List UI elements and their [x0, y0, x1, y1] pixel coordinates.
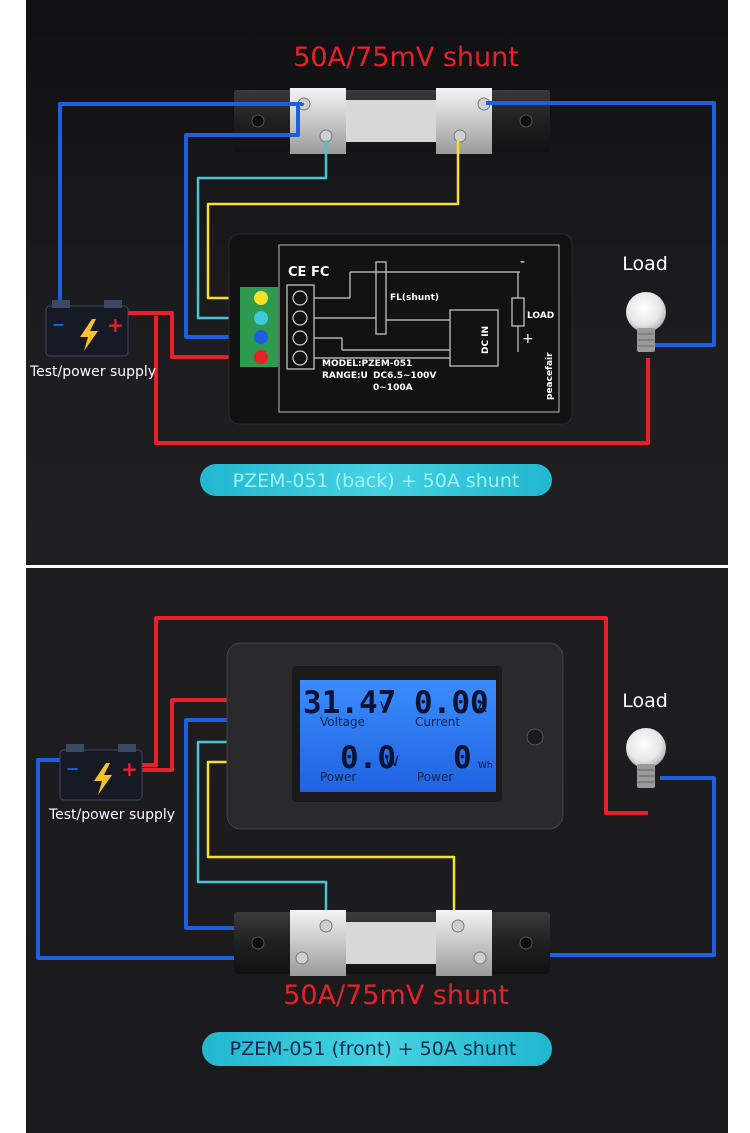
- power-value: 0.0: [340, 740, 396, 776]
- svg-text:−: −: [52, 315, 65, 334]
- shunt-icon: [234, 910, 550, 976]
- lightning-icon: [94, 763, 112, 795]
- voltage-unit: V: [380, 700, 390, 716]
- current-unit: A: [477, 700, 487, 716]
- energy-value: 0: [453, 740, 472, 776]
- range-voltage: DC6.5~100V: [373, 371, 436, 381]
- meter-back-icon: CE FC FL(shunt) LOAD DC IN - + MODEL:PZE…: [228, 233, 573, 425]
- model-text: MODEL:PZEM-051: [322, 359, 412, 369]
- voltage-label: Voltage: [320, 715, 365, 729]
- range-current: 0~100A: [373, 383, 413, 393]
- brand-text: peacefair: [545, 352, 555, 400]
- lcd-screen: [300, 680, 496, 792]
- power-unit: W: [385, 754, 399, 770]
- bottom-caption-pill: [202, 1032, 552, 1066]
- bottom-caption-text: PZEM-051 (front) + 50A shunt: [230, 1038, 517, 1060]
- lightbulb-icon: [626, 292, 666, 352]
- reset-button[interactable]: [526, 728, 544, 746]
- power-label: Power: [320, 770, 356, 784]
- lightbulb-icon: [626, 728, 666, 788]
- voltage-value: 31.47: [303, 685, 396, 721]
- minus-sign: -: [520, 254, 525, 270]
- shunt-icon: [234, 88, 550, 154]
- svg-text:+: +: [107, 313, 124, 337]
- bottom-shunt-title: 50A/75mV shunt: [283, 980, 509, 1011]
- bottom-supply-label: Test/power supply: [48, 807, 175, 823]
- lightning-icon: [80, 319, 98, 351]
- top-load-label: Load: [622, 253, 668, 275]
- plus-sign: +: [522, 331, 534, 347]
- certifications-text: CE FC: [288, 265, 329, 280]
- top-supply-label: Test/power supply: [29, 364, 156, 380]
- top-caption-pill: [200, 464, 552, 496]
- shunt-terminal-label: FL(shunt): [390, 293, 439, 303]
- meter-icon: [226, 642, 564, 830]
- top-shunt-title: 50A/75mV shunt: [293, 42, 519, 73]
- svg-text:−: −: [66, 759, 79, 778]
- dc-in-label: DC IN: [481, 326, 491, 354]
- svg-text:+: +: [121, 757, 138, 781]
- load-terminal-label: LOAD: [527, 311, 554, 321]
- energy-unit: Wh: [478, 761, 493, 771]
- top-wires: [58, 101, 716, 445]
- range-label: RANGE:U: [322, 371, 368, 381]
- bottom-load-label: Load: [622, 690, 668, 712]
- top-caption-text: PZEM-051 (back) + 50A shunt: [233, 470, 520, 492]
- energy-label: Power: [417, 770, 453, 784]
- current-value: 0.00: [414, 685, 489, 721]
- current-label: Current: [415, 715, 460, 729]
